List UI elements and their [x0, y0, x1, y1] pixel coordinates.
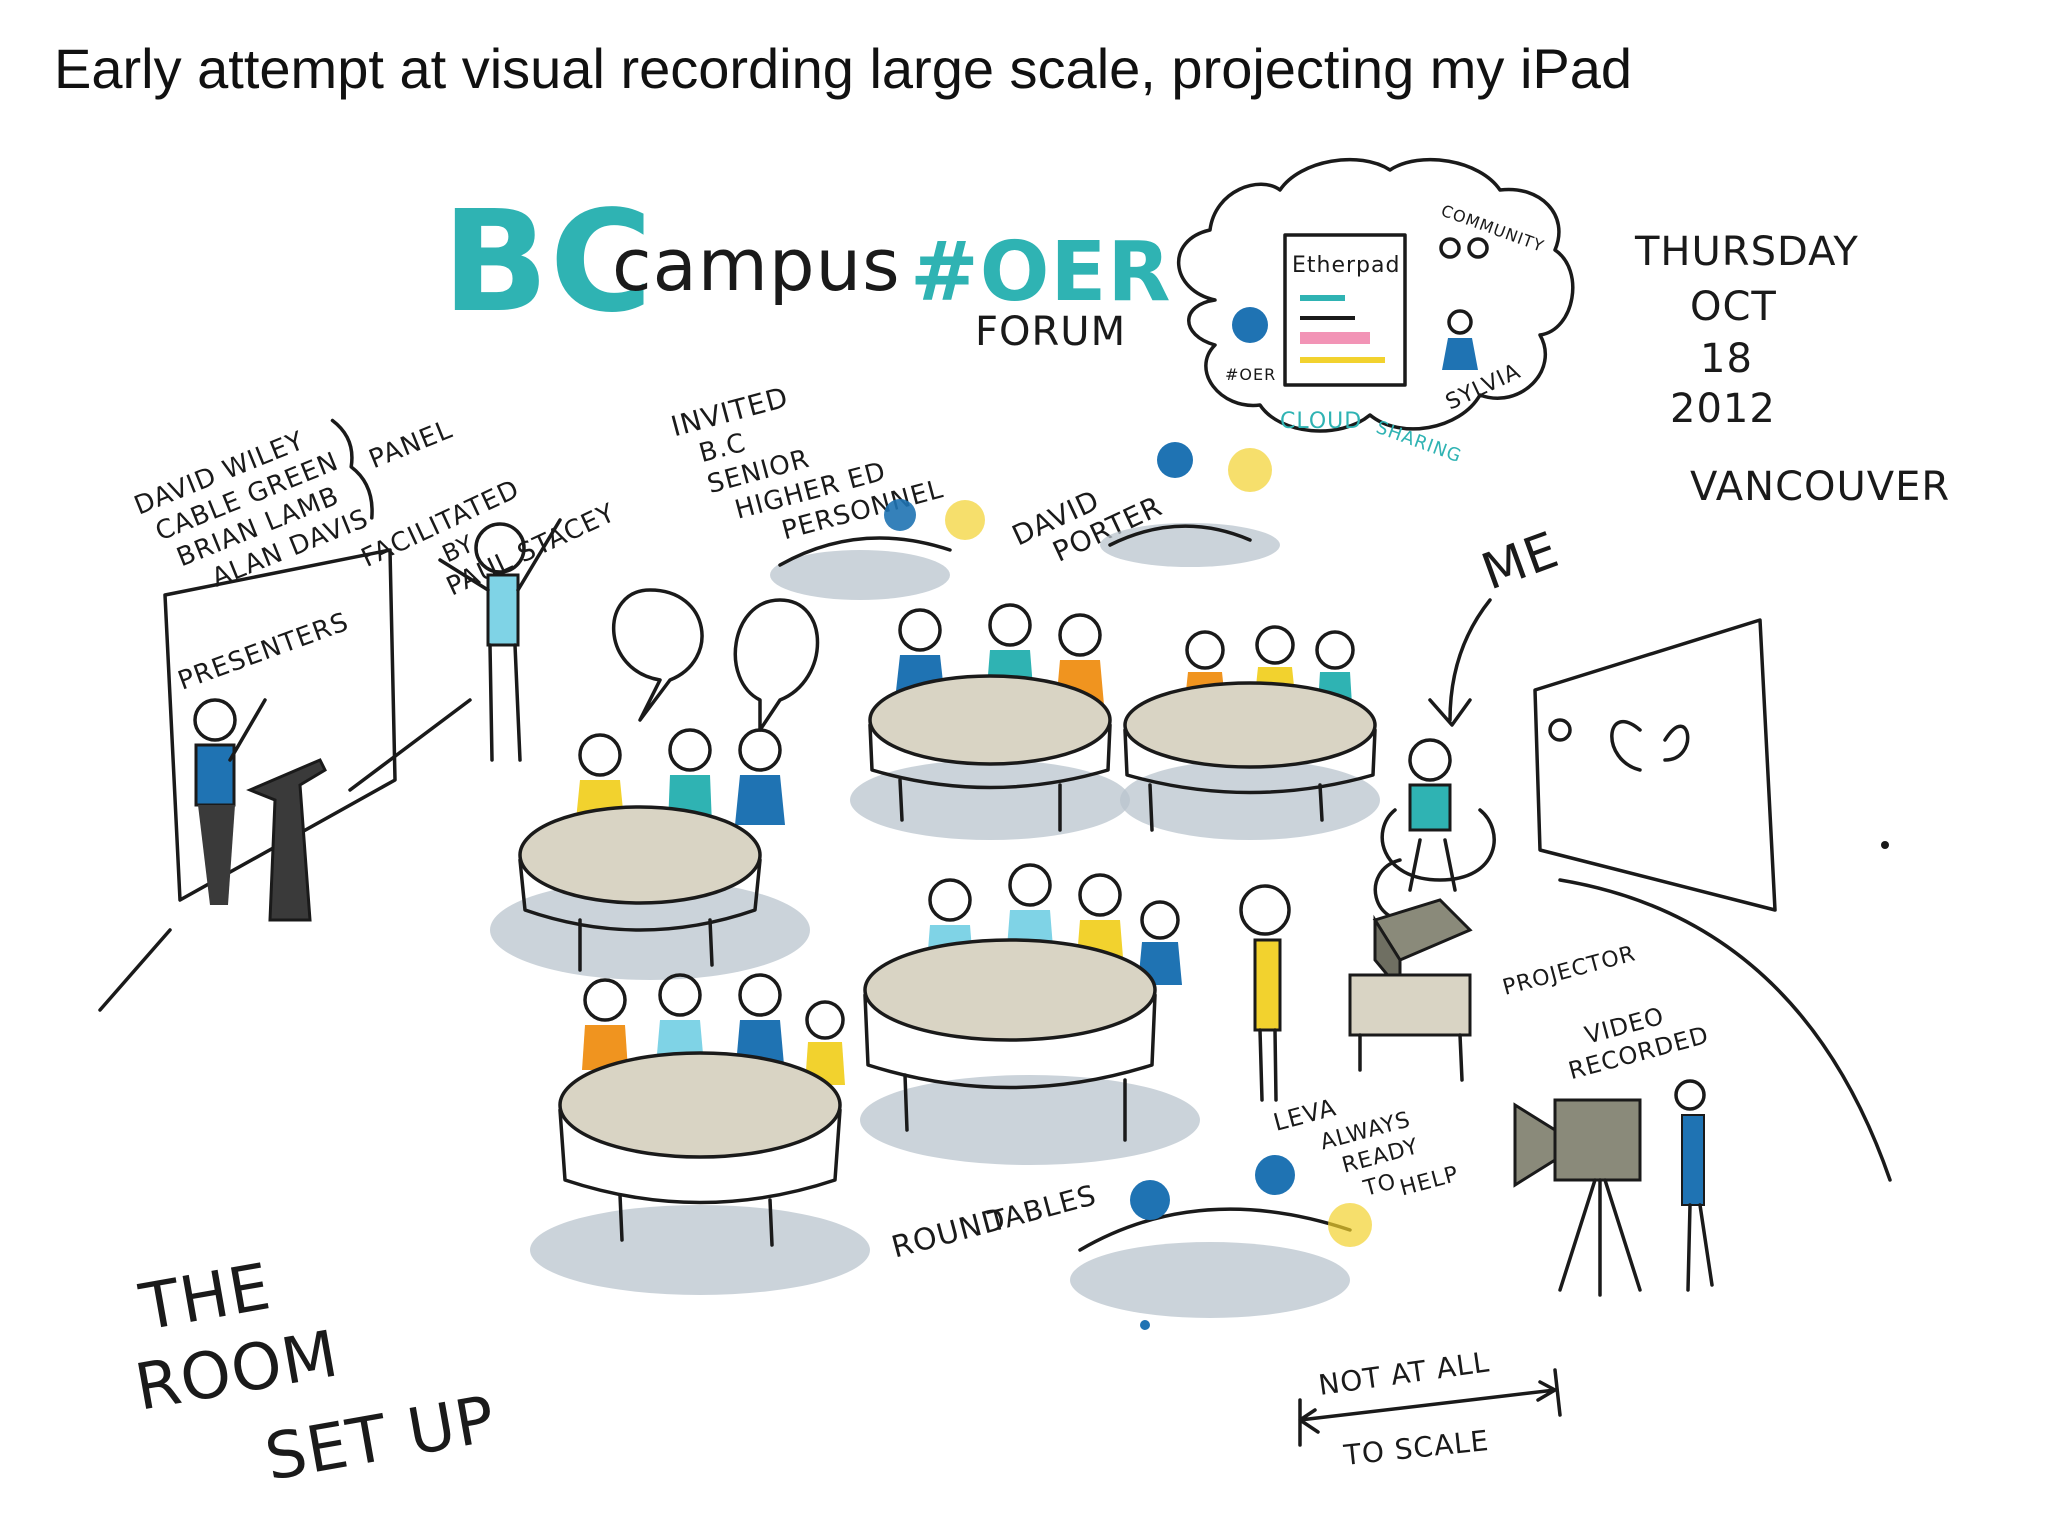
logo-hashtag-oer: #OER [910, 225, 1172, 320]
slide-title: Early attempt at visual recording large … [54, 37, 1633, 100]
leva-figure [1239, 884, 1291, 1102]
community-person-icon [1467, 237, 1489, 259]
date-number: 18 [1700, 336, 1753, 382]
speech-bubble [612, 588, 704, 722]
facilitator-figure [438, 518, 562, 762]
projection-screen [1533, 618, 1777, 912]
date-day: THURSDAY [1634, 229, 1859, 275]
presenters-label: PRESENTERS [174, 607, 353, 697]
projector [1348, 898, 1473, 1082]
date-month: OCT [1690, 284, 1777, 330]
scale-not-at-all: NOT AT ALL [1316, 1345, 1491, 1402]
cloud-bird-icon [1232, 307, 1268, 343]
cloud-etherpad-label: Etherpad [1292, 253, 1400, 278]
scale-note: NOT AT ALL TO SCALE [1298, 1345, 1562, 1472]
logo-forum: FORUM [975, 309, 1126, 355]
date-city: VANCOUVER [1690, 464, 1950, 510]
video-note: VIDEO RECORDED [1565, 1002, 1712, 1085]
podium [246, 758, 327, 922]
logo-campus: campus [612, 223, 901, 307]
scale-to-scale: TO SCALE [1341, 1424, 1490, 1472]
round-table-center-top [850, 603, 1130, 840]
room-setup: SET UP [260, 1383, 501, 1496]
date-block: THURSDAY OCT 18 2012 VANCOUVER [1634, 229, 1950, 510]
etherpad-document [1283, 233, 1407, 387]
panel-names: DAVID WILEY CABLE GREEN BRIAN LAMB ALAN … [130, 415, 457, 594]
cloud-sharing-label: SHARING [1373, 417, 1464, 467]
round-table-left-bottom [530, 973, 870, 1295]
presenter-area: PRESENTERS [98, 548, 472, 1012]
event-logo: BC campus #OER FORUM [442, 181, 1172, 355]
room-setup-note: THE ROOM SET UP [130, 1250, 501, 1496]
leva-help: HELP [1397, 1162, 1461, 1202]
panel-label: PANEL [365, 415, 457, 475]
sylvia-head-icon [1447, 309, 1473, 335]
round-table-right-top [1120, 625, 1380, 840]
date-year: 2012 [1670, 386, 1776, 432]
cloud-oer-tag: #OER [1225, 365, 1276, 384]
community-person-icon [1439, 237, 1461, 259]
speech-bubble [733, 598, 820, 732]
leva-note: LEVA ALWAYS READY TO HELP [1270, 1093, 1461, 1202]
me-figure [1373, 738, 1496, 923]
invited-note: INVITED B.C SENIOR HIGHER ED PERSONNEL [668, 380, 947, 546]
leva-to: TO [1360, 1169, 1399, 1202]
video-camera [1513, 1079, 1714, 1297]
projector-label: PROJECTOR [1500, 941, 1638, 1001]
cloud-community-label: COMMUNITY [1439, 201, 1547, 256]
round-table-center-bottom [860, 863, 1200, 1165]
etherpad-cloud: Etherpad #OER COMMUNITY CLOUD SHARING SY… [1177, 157, 1575, 467]
logo-bc: BC [442, 181, 653, 344]
round-table-left [490, 728, 810, 980]
cloud-cloud-label: CLOUD [1280, 409, 1362, 434]
round-tables-note: ROUND TABLES [888, 1178, 1100, 1265]
me-label: ME [1474, 521, 1566, 602]
round-tables-word2: TABLES [984, 1178, 1100, 1239]
